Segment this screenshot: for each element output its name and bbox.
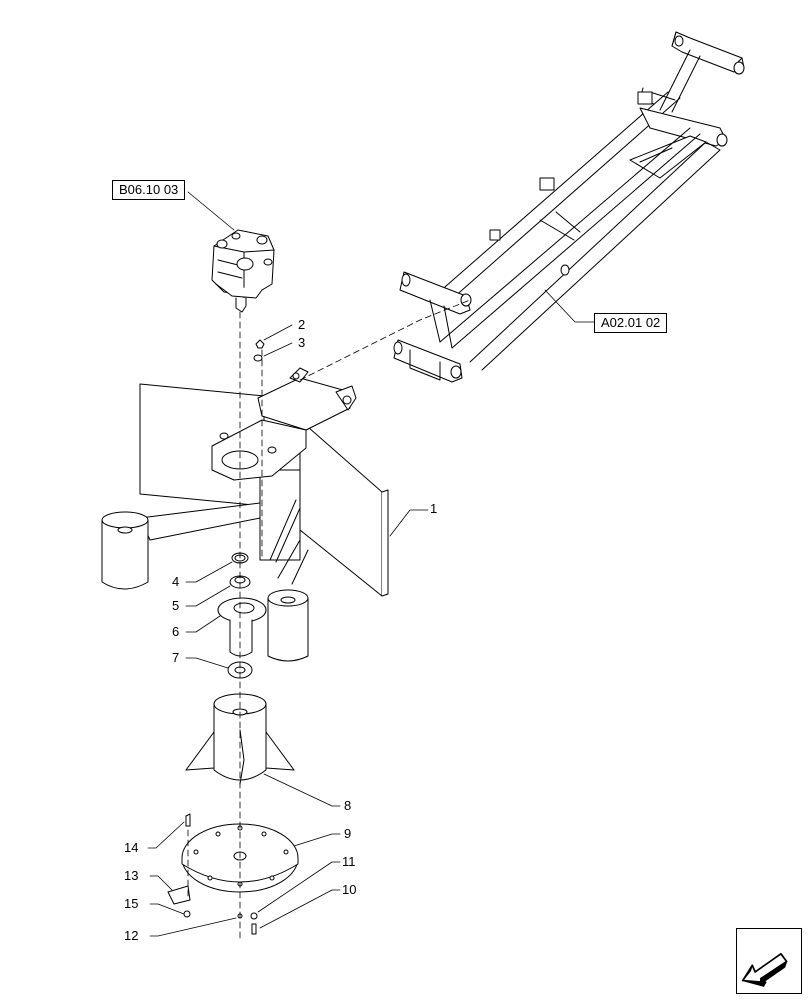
callout-12: 12 — [124, 928, 139, 943]
callout-5: 5 — [172, 598, 180, 613]
callout-2: 2 — [298, 317, 306, 332]
back-arrow-icon — [741, 952, 788, 987]
leader-lines — [147, 191, 597, 937]
callout-11: 11 — [342, 854, 356, 869]
centre-lines — [187, 299, 471, 941]
spray-boom-frame — [393, 31, 745, 383]
callout-10: 10 — [342, 882, 357, 897]
reference-box-right[interactable]: A02.01 02 — [594, 313, 668, 333]
callout-1: 1 — [430, 501, 438, 516]
callout-7: 7 — [172, 650, 180, 665]
hydraulic-motor — [211, 229, 275, 313]
callout-9: 9 — [344, 826, 352, 841]
callout-15: 15 — [124, 896, 139, 911]
callout-3: 3 — [298, 335, 306, 350]
spreader-frame — [101, 367, 389, 662]
callout-8: 8 — [344, 798, 352, 813]
back-arrow-button[interactable] — [736, 928, 802, 994]
callout-6: 6 — [172, 624, 180, 639]
callout-14: 14 — [124, 840, 139, 855]
callout-4: 4 — [172, 574, 180, 589]
callout-13: 13 — [124, 868, 139, 883]
reference-box-upper[interactable]: B06.10 03 — [112, 180, 186, 200]
